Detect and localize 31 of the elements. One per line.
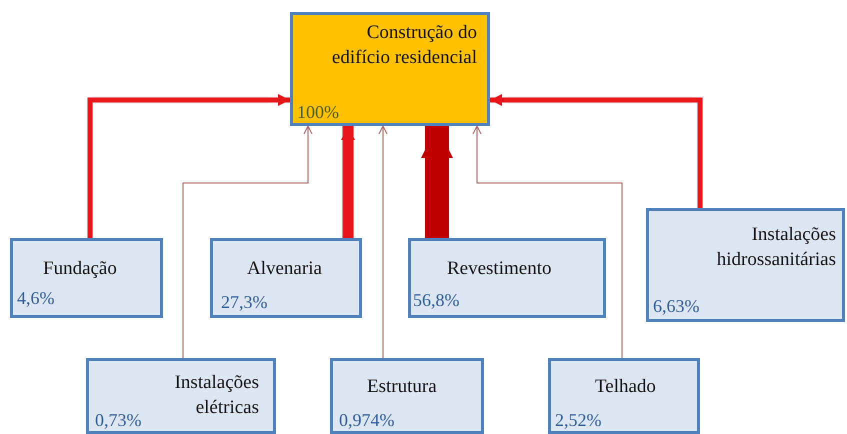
arrow <box>472 126 622 358</box>
component-box <box>210 238 362 318</box>
percentage: 100% <box>297 102 339 123</box>
component-box <box>86 358 276 434</box>
component-name: Fundação <box>43 257 118 281</box>
component-box <box>646 208 845 322</box>
arrow <box>421 126 453 238</box>
percentage: 0,73% <box>95 410 142 431</box>
arrow <box>182 126 312 358</box>
percentage: 27,3% <box>221 292 268 313</box>
arrow <box>490 94 702 208</box>
component-name: Alvenaria <box>247 257 323 281</box>
component-name: Instalações hidrossanitárias <box>716 223 836 272</box>
component-box <box>330 358 484 434</box>
component-name: Estrutura <box>367 375 438 399</box>
percentage: 56,8% <box>413 290 460 311</box>
component-name: Telhado <box>595 375 657 399</box>
arrow <box>341 126 355 238</box>
arrow <box>378 126 388 358</box>
percentage: 4,6% <box>17 288 54 309</box>
percentage: 0,974% <box>339 410 394 431</box>
percentage: 2,52% <box>555 410 602 431</box>
component-name: Revestimento <box>447 257 552 281</box>
component-name: Construção do edifício residencial <box>330 21 477 70</box>
component-box <box>548 358 700 434</box>
percentage: 6,63% <box>653 296 700 317</box>
arrow <box>88 94 290 238</box>
component-box <box>408 238 606 318</box>
total-box <box>290 12 490 126</box>
component-box <box>10 238 163 318</box>
component-name: Instalações elétricas <box>174 371 259 420</box>
